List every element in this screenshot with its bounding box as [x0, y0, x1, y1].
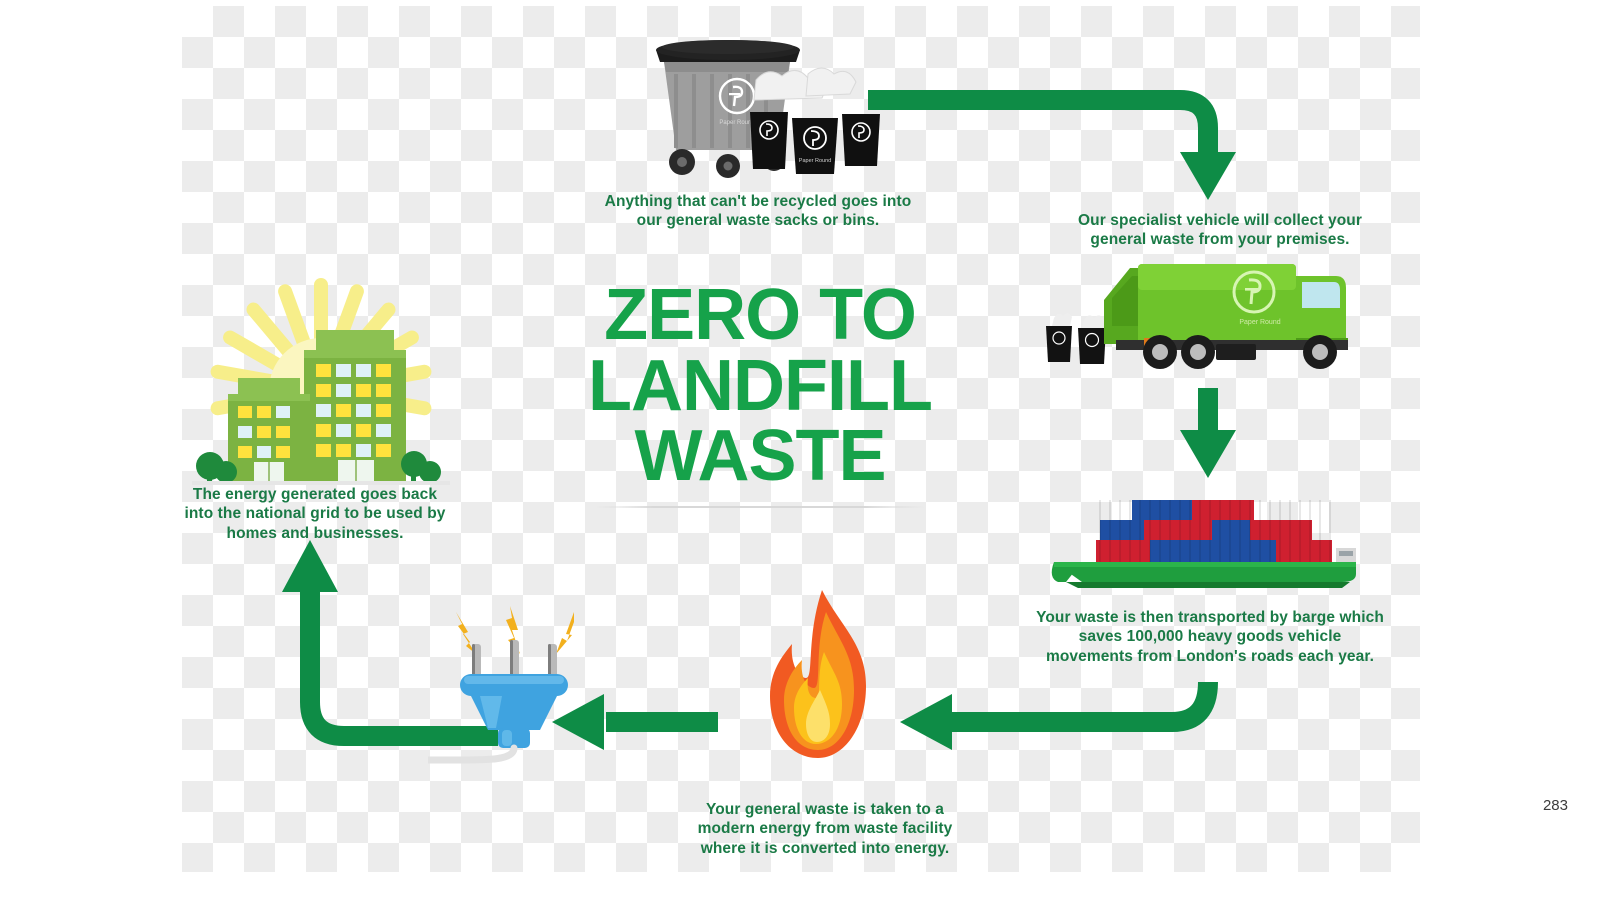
page-title: ZERO TO LANDFILL WASTE	[588, 275, 933, 497]
building-tall	[304, 330, 406, 484]
black-sack: Paper Round	[792, 118, 838, 174]
page-number: 283	[1542, 797, 1568, 814]
electric-plug-illustration	[428, 606, 574, 764]
container-barge-illustration	[1051, 500, 1356, 588]
svg-text:Paper Round: Paper Round	[1239, 319, 1280, 326]
flame-illustration	[770, 590, 866, 758]
caption-barge-transport: Your waste is then transported by barge …	[1036, 609, 1384, 665]
spark-icon	[456, 606, 574, 654]
buildings-with-sun-illustration	[192, 278, 450, 485]
caption-national-grid: The energy generated goes back into the …	[184, 486, 446, 542]
black-sack	[750, 112, 788, 169]
title-divider	[595, 505, 925, 508]
caption-general-waste-sacks: Anything that can't be recycled goes int…	[604, 193, 912, 230]
svg-text:Paper Round: Paper Round	[719, 120, 754, 126]
svg-text:Paper Round: Paper Round	[799, 158, 831, 164]
main-title-block: ZERO TO LANDFILL WASTE	[540, 275, 980, 508]
black-sack	[842, 114, 880, 166]
shrub-icon	[196, 451, 441, 484]
black-sack	[1078, 315, 1106, 364]
building-short	[228, 378, 310, 484]
black-sack	[1046, 313, 1072, 362]
wheelie-bin-and-sacks-illustration: Paper Round Paper Round	[656, 40, 880, 178]
caption-collection-vehicle: Our specialist vehicle will collect your…	[1078, 212, 1362, 249]
refuse-truck-illustration: Paper Round	[1046, 264, 1348, 369]
caption-energy-from-waste: Your general waste is taken to a modern …	[697, 801, 953, 857]
